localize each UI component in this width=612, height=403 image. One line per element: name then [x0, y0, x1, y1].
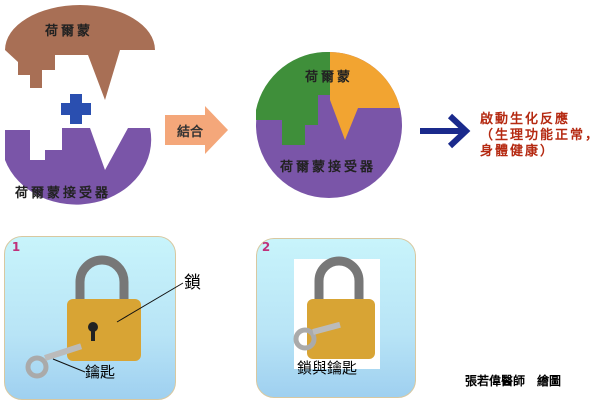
credit: 張若偉醫師 繪圖	[465, 374, 562, 388]
hormone-shape	[5, 5, 155, 100]
key-label: 鑰匙	[85, 363, 116, 381]
combined-complex	[256, 51, 402, 198]
plus-icon	[61, 94, 91, 124]
panel-lock-and-key-together: 2 鎖與鑰匙	[256, 238, 416, 398]
padlock-icon	[25, 255, 184, 379]
panel-badge: 1	[11, 240, 21, 254]
result-line: （生理功能正常，	[480, 128, 601, 143]
receptor-shape	[5, 128, 152, 205]
result-line: 身體健康）	[480, 144, 556, 159]
result-arrow	[420, 113, 471, 149]
key-icon	[25, 343, 83, 379]
result-text: 啟動生化反應 （生理功能正常， 身體健康）	[480, 112, 600, 160]
combine-label: 結合	[177, 125, 204, 140]
padlock-with-key-icon	[293, 256, 380, 369]
lock-label: 鎖	[184, 273, 201, 293]
combined-hormone-label: 荷爾蒙	[305, 70, 354, 85]
panel-lock-and-key-separate: 1 鑰匙	[4, 236, 184, 400]
result-line: 啟動生化反應	[480, 112, 571, 127]
hormone-label: 荷爾蒙	[45, 24, 94, 39]
panel-badge: 2	[261, 240, 271, 254]
combined-receptor-label: 荷爾蒙接受器	[280, 160, 377, 175]
receptor-label: 荷爾蒙接受器	[15, 186, 112, 201]
combine-arrow	[165, 106, 228, 154]
lock-and-key-caption: 鎖與鑰匙	[297, 359, 358, 377]
